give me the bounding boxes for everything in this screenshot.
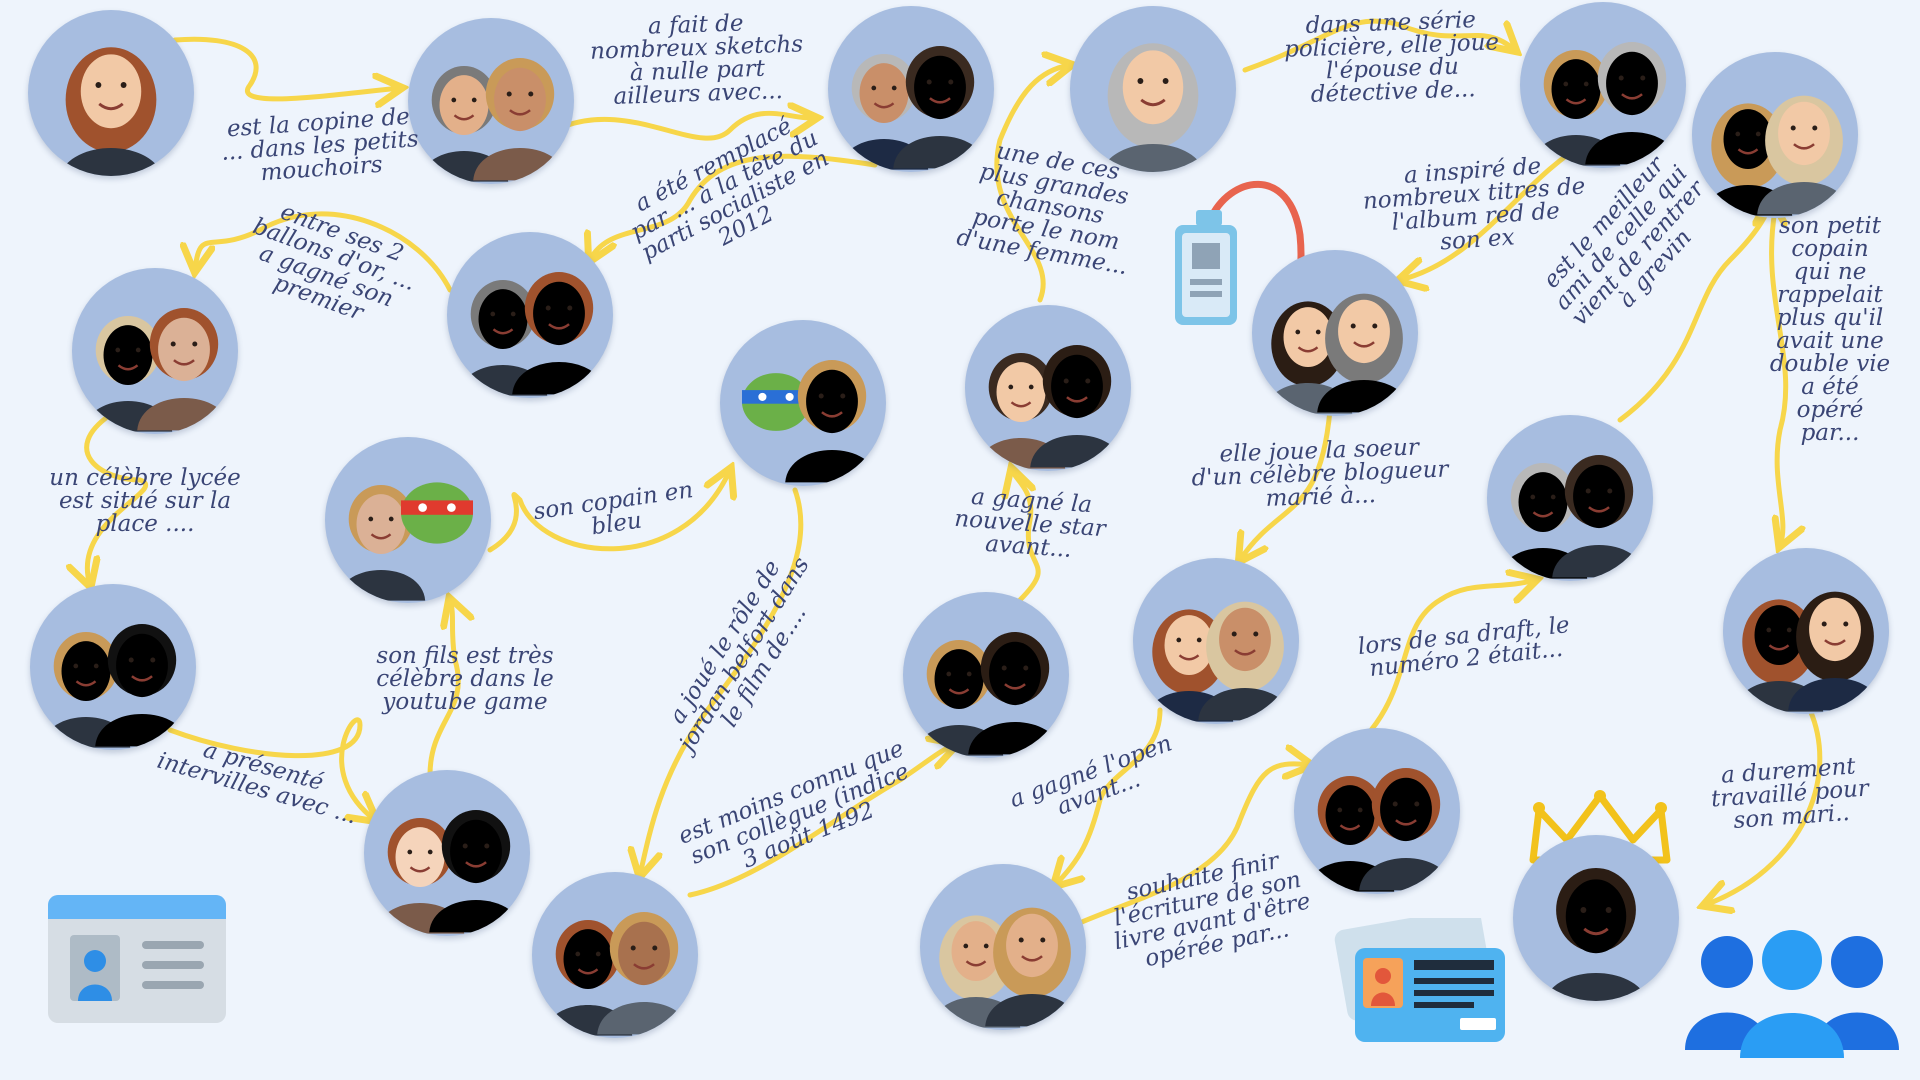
person-circle-n10: [965, 305, 1131, 471]
woman-blonde-portrait: [58, 47, 164, 176]
relation-label-l20: a durement travaillé pour son mari..: [1710, 753, 1870, 834]
man-young-bw-portrait: [512, 272, 606, 395]
man-actor-portrait: [785, 360, 879, 483]
man-grey-suit-portrait: [893, 46, 987, 169]
group-people-icon: [1685, 930, 1900, 1060]
woman-tennis-portrait: [1198, 601, 1292, 721]
person-circle-n5: [1520, 2, 1686, 168]
relation-label-l13: a gagné la nouvelle star avant...: [953, 483, 1107, 563]
id-card-icon: [48, 895, 228, 1025]
arrow-n3-n7: [590, 153, 878, 260]
arrow-n10-n4: [994, 65, 1070, 303]
man-old-tv-portrait: [95, 624, 189, 747]
person-circle-n20: [920, 864, 1086, 1030]
relation-label-l3: dans une série policière, elle joue l'ép…: [1283, 7, 1500, 108]
man-politician-portrait: [1543, 868, 1649, 1001]
woman-pale-portrait: [1734, 599, 1824, 712]
man-bearded-portrait: [1585, 42, 1679, 165]
woman-blonde-makeup-portrait: [1317, 293, 1411, 413]
person-circle-n13: [1487, 415, 1653, 581]
person-circle-n21: [1294, 728, 1460, 894]
turtle-red-mask-portrait: [401, 482, 473, 544]
person-circle-n4: [1070, 6, 1236, 172]
relation-label-l12: elle joue la soeur d'un célèbre blogueur…: [1191, 434, 1449, 512]
person-circle-n7: [447, 232, 613, 398]
person-circle-n16: [1133, 558, 1299, 724]
person-circle-n15: [903, 592, 1069, 758]
crown-icon: [1525, 790, 1675, 870]
arrow-n20-n21: [1072, 764, 1310, 928]
turtle-blue-mask-portrait: [742, 373, 810, 431]
arrow-n15-n10: [1012, 470, 1041, 603]
person-circle-n14: [30, 584, 196, 750]
woman-redhead-portrait: [1757, 95, 1851, 215]
person-circle-n22: [1513, 835, 1679, 1001]
relation-label-l10: un célèbre lycée est situé sur la place …: [49, 465, 241, 537]
person-circle-n1: [28, 10, 194, 176]
man-grey-portrait: [473, 58, 567, 181]
arrow-n16-n20: [1055, 707, 1163, 885]
arrow-n1-n2: [172, 36, 400, 99]
arrow-n14-n18: [167, 717, 375, 820]
arrow-n21-n13: [1337, 580, 1535, 763]
woman-brunette-portrait: [1100, 43, 1206, 172]
arrow-n12-n9: [487, 470, 730, 553]
arrow-n7-n8: [195, 211, 453, 293]
relation-label-l15: son fils est très célèbre dans le youtub…: [376, 643, 554, 715]
relation-label-l9: son petit copain qui ne rappelait plus q…: [1769, 213, 1891, 446]
king-painting-portrait: [597, 912, 691, 1035]
arrow-n9-n19: [640, 487, 804, 875]
person-circle-n9: [720, 320, 886, 486]
woman-headscarf-portrait: [985, 907, 1079, 1027]
explorer-painting-portrait: [914, 640, 1004, 756]
arrow-n17-n22: [1705, 707, 1823, 905]
man-old-politician-portrait: [137, 308, 231, 431]
man-old-chin-portrait: [429, 810, 523, 933]
arrow-n2-n3: [552, 113, 815, 141]
man-curly-portrait: [1531, 50, 1621, 166]
person-circle-n6: [1692, 52, 1858, 218]
press-card-icon: [1330, 907, 1510, 1048]
arrow-n18-n12: [427, 600, 458, 778]
man-glasses-hipster-portrait: [968, 632, 1062, 755]
person-circle-n11: [1252, 250, 1418, 416]
person-circle-n8: [72, 268, 238, 434]
arrow-n6-n17: [1769, 207, 1786, 545]
person-circle-n19: [532, 872, 698, 1038]
man-tanned-portrait: [1030, 345, 1124, 468]
man-bald-smile-portrait: [1359, 768, 1453, 891]
person-circle-n3: [828, 6, 994, 172]
man-smiling-headphones-portrait: [1552, 455, 1646, 578]
person-circle-n18: [364, 770, 530, 936]
relation-label-l2: a fait de nombreux sketchs à nulle part …: [589, 10, 804, 110]
person-circle-n17: [1723, 548, 1889, 714]
man-laughing-portrait: [839, 54, 929, 170]
arrow-n8-n14: [87, 412, 149, 585]
person-circle-n12: [325, 437, 491, 603]
man-bald-portrait: [336, 485, 426, 601]
arrow-n11-n16: [1240, 407, 1333, 560]
person-circle-n2: [408, 18, 574, 184]
woman-blonde-wavy-portrait: [1144, 609, 1234, 722]
woman-silver-hair-portrait: [1788, 591, 1882, 711]
arrow-n4-n5: [1242, 18, 1515, 73]
